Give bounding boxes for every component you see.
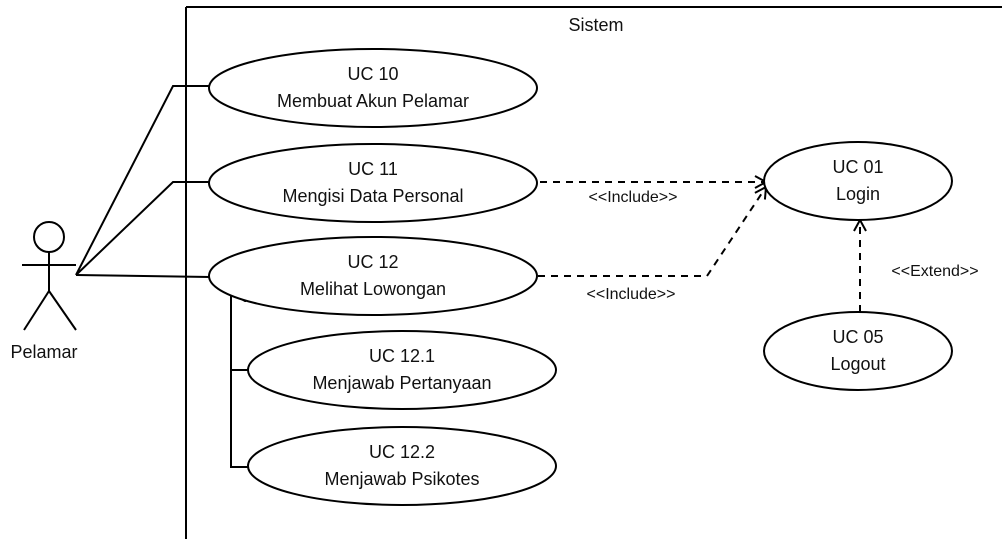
actor-head (33, 221, 65, 253)
use-case-uc12-1[interactable]: UC 12.1 Menjawab Pertanyaan (247, 330, 557, 410)
actor-pelamar: Pelamar (10, 221, 78, 362)
use-case-uc12-2[interactable]: UC 12.2 Menjawab Psikotes (247, 426, 557, 506)
association-uc10 (75, 85, 210, 276)
association-uc12 (75, 274, 211, 278)
include-label-uc12: <<Include>> (587, 286, 676, 303)
uc12-2-id: UC 12.2 (369, 442, 435, 462)
uc12-id: UC 12 (347, 252, 398, 272)
use-case-uc01[interactable]: UC 01 Login (763, 141, 953, 221)
uc01-name: Login (836, 184, 880, 204)
generalization (230, 293, 248, 468)
extend-label: <<Extend>> (891, 263, 978, 280)
uc12-2-name: Menjawab Psikotes (324, 469, 479, 489)
actor-right-leg (48, 290, 77, 331)
association-uc11 (75, 181, 210, 276)
generalization-connector (230, 369, 248, 468)
associations (75, 85, 211, 278)
uc05-id: UC 05 (832, 327, 883, 347)
use-case-uc05[interactable]: UC 05 Logout (763, 311, 953, 391)
uc05-name: Logout (830, 354, 885, 374)
uc12-1-id: UC 12.1 (369, 346, 435, 366)
dependencies: <<Include>> <<Include>> <<Extend>> (538, 182, 979, 312)
uc11-id: UC 11 (348, 159, 398, 179)
uc12-1-name: Menjawab Pertanyaan (312, 373, 491, 393)
include-uc12-login (538, 187, 766, 277)
uc10-name: Membuat Akun Pelamar (277, 91, 469, 111)
use-case-uc12[interactable]: UC 12 Melihat Lowongan (208, 236, 538, 316)
actor-label: Pelamar (10, 342, 77, 362)
system-label: Sistem (568, 15, 623, 35)
system-boundary: Sistem (185, 6, 1002, 539)
uc10-id: UC 10 (347, 64, 398, 84)
actor-left-leg (23, 290, 50, 331)
uc11-name: Mengisi Data Personal (282, 186, 463, 206)
uc01-id: UC 01 (832, 157, 883, 177)
use-case-uc11[interactable]: UC 11 Mengisi Data Personal (208, 143, 538, 223)
include-label-uc11: <<Include>> (589, 189, 678, 206)
use-case-uc10[interactable]: UC 10 Membuat Akun Pelamar (208, 48, 538, 128)
uc12-name: Melihat Lowongan (300, 279, 446, 299)
